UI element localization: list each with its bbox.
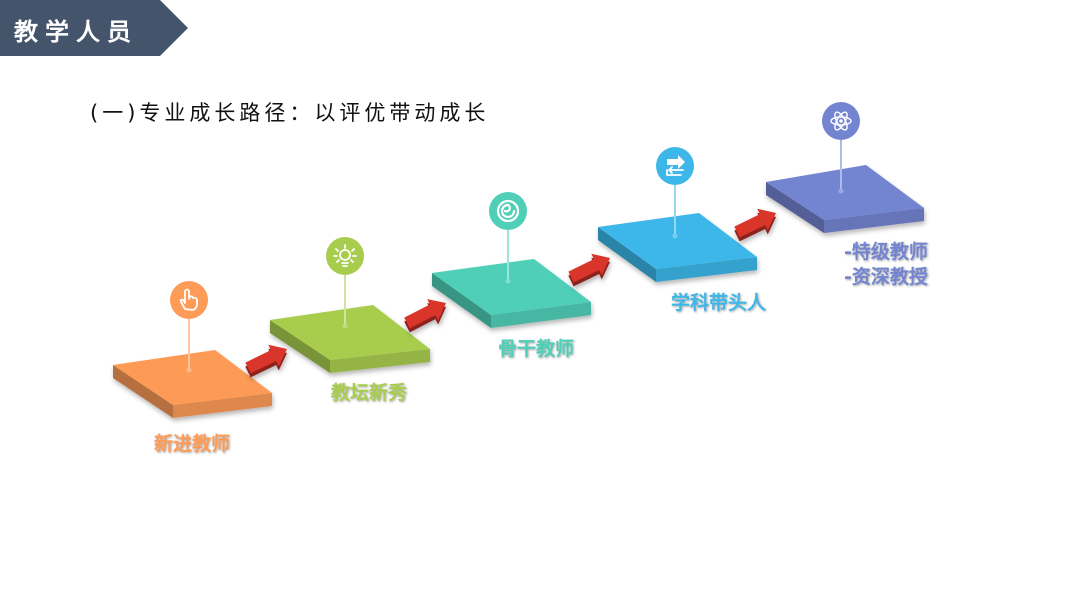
block-side-left [766, 182, 824, 233]
block-side-left [113, 365, 173, 418]
step-4-block [598, 213, 757, 282]
connector-dot [186, 367, 192, 373]
flow-arrow-1 [245, 344, 287, 378]
connector-dot [505, 278, 511, 284]
step-5-label: -特级教师 -资深教授 [844, 240, 928, 290]
step-2-label: 教坛新秀 [331, 381, 407, 406]
hand-pointer-icon [170, 281, 208, 319]
swap-arrows-icon [656, 147, 694, 185]
step-label-line: 骨干教师 [498, 338, 575, 360]
step-label-line: 学科带头人 [671, 292, 767, 314]
flow-arrow-4 [734, 208, 776, 242]
step-1-label: 新进教师 [154, 432, 230, 457]
block-side-left [432, 273, 491, 328]
step-5-block [766, 165, 924, 233]
step-label-line: 教坛新秀 [331, 382, 408, 404]
step-label-line: -资深教授 [844, 266, 928, 288]
block-top [432, 259, 591, 315]
atom-icon [822, 102, 860, 140]
spiral-icon [489, 192, 527, 230]
connector-dot [342, 323, 348, 329]
step-4-label: 学科带头人 [671, 291, 766, 316]
block-side-front [491, 302, 591, 328]
step-3-block [432, 259, 591, 328]
block-side-front [173, 393, 272, 418]
header-banner [0, 0, 188, 56]
block-top [598, 213, 757, 269]
block-top [270, 305, 430, 360]
step-3-label: 骨干教师 [498, 337, 574, 362]
block-side-front [656, 257, 757, 282]
flow-arrow-2 [404, 299, 446, 333]
block-side-left [270, 320, 330, 373]
step-2-block [270, 305, 430, 373]
step-label-line: -特级教师 [844, 241, 928, 263]
connector-dot [838, 188, 844, 194]
flow-arrow-3 [568, 253, 610, 287]
connector-dot [672, 233, 678, 239]
section-header: 教学人员 [0, 0, 188, 56]
step-label-line: 新进教师 [154, 433, 231, 455]
block-side-front [824, 208, 924, 233]
block-side-front [330, 349, 430, 373]
block-top [113, 350, 272, 405]
block-top [766, 165, 924, 220]
page-subtitle: (一)专业成长路径：以评优带动成长 [90, 101, 490, 125]
block-side-left [598, 227, 656, 282]
section-title: 教学人员 [14, 18, 138, 46]
lightbulb-icon [326, 237, 364, 275]
step-1-block [113, 350, 272, 418]
